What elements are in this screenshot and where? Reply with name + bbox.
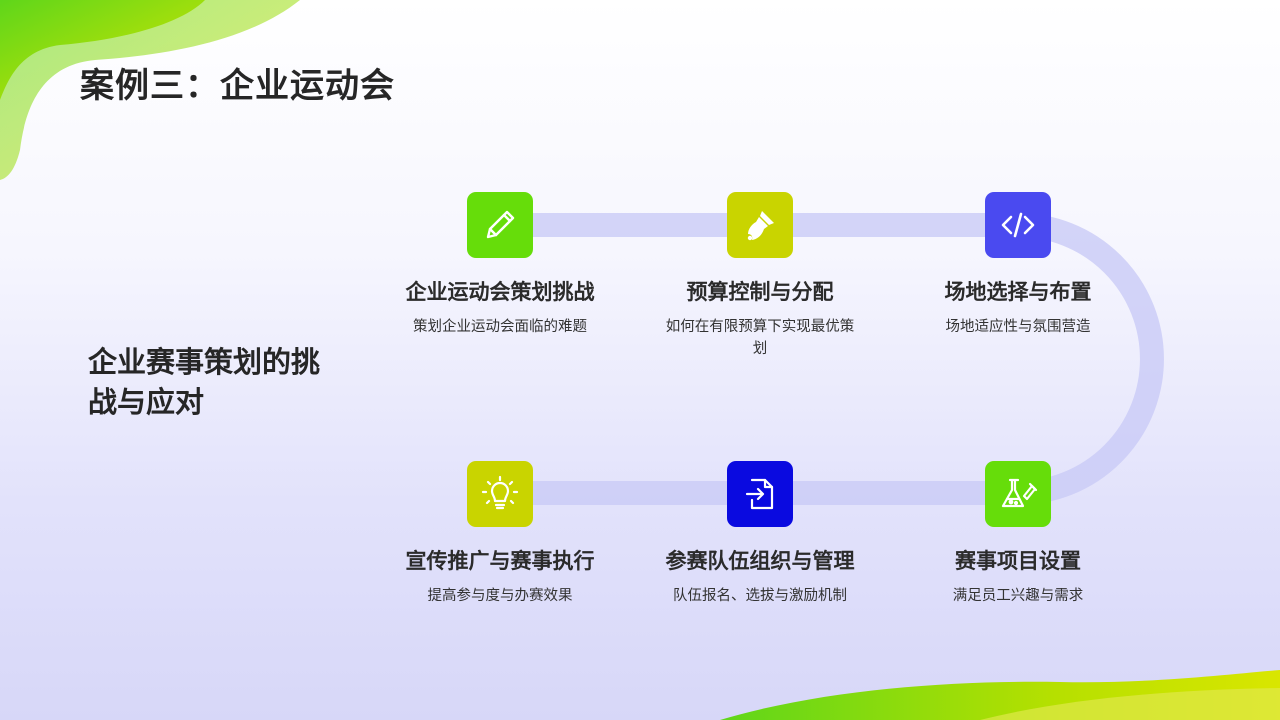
- step-title: 赛事项目设置: [955, 549, 1081, 573]
- step-desc: 队伍报名、选拔与激励机制: [673, 588, 847, 604]
- step-icon-box: [467, 192, 533, 258]
- step-desc: 如何在有限预算下实现最优策划: [665, 319, 855, 357]
- step-icon-box: [985, 461, 1051, 527]
- step-promo: 宣传推广与赛事执行 提高参与度与办赛效果: [380, 461, 620, 607]
- page-title: 案例三：企业运动会: [80, 66, 395, 106]
- step-title: 预算控制与分配: [686, 280, 834, 304]
- step-teams: 参赛队伍组织与管理 队伍报名、选拔与激励机制: [640, 461, 880, 607]
- step-events: 赛事项目设置 满足员工兴趣与需求: [898, 461, 1138, 607]
- step-title: 场地选择与布置: [944, 280, 1092, 304]
- step-icon-box: [727, 192, 793, 258]
- step-title: 参赛队伍组织与管理: [665, 549, 855, 573]
- step-icon-box: [467, 461, 533, 527]
- step-desc: 满足员工兴趣与需求: [952, 588, 1084, 604]
- code-icon: [1001, 212, 1035, 238]
- step-desc: 策划企业运动会面临的难题: [413, 319, 587, 335]
- step-title: 企业运动会策划挑战: [405, 280, 595, 304]
- flask-icon: [1001, 478, 1038, 508]
- step-challenge: 企业运动会策划挑战 策划企业运动会面临的难题: [380, 192, 620, 338]
- step-title: 宣传推广与赛事执行: [405, 549, 595, 573]
- page-subtitle: 企业赛事策划的挑战与应对: [88, 345, 321, 419]
- step-icon-box: [727, 461, 793, 527]
- file-import-icon: [745, 478, 774, 510]
- paint-brush-icon: [747, 211, 774, 241]
- pencil-icon: [486, 210, 515, 239]
- step-desc: 提高参与度与办赛效果: [427, 588, 573, 604]
- step-desc: 场地适应性与氛围营造: [945, 319, 1091, 335]
- step-icon-box: [985, 192, 1051, 258]
- lightbulb-icon: [481, 475, 519, 510]
- step-budget: 预算控制与分配 如何在有限预算下实现最优策划: [640, 192, 880, 360]
- step-venue: 场地选择与布置 场地适应性与氛围营造: [898, 192, 1138, 338]
